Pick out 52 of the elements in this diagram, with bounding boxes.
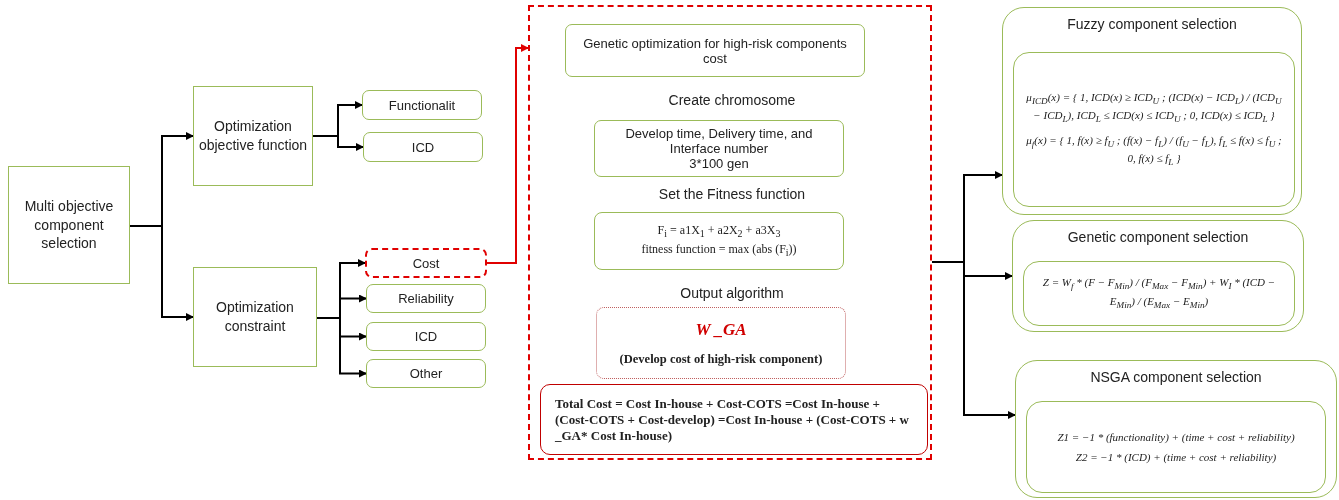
formula-text: F$_{i}$ = a1X$_{1}$ + a2X$_{2}$ + a3X$_{3}$ — [657, 222, 781, 241]
option-box — [366, 359, 486, 388]
option-box — [363, 132, 483, 162]
option-box — [362, 90, 482, 120]
node-text: Genetic optimization for high-risk components cost — [582, 35, 848, 66]
step-heading: Set the Fitness function — [530, 181, 934, 207]
node-text: (Develop cost of high-risk component) — [619, 351, 823, 367]
formula-box — [1026, 401, 1326, 493]
group-panel — [1015, 360, 1337, 498]
formula-text: Z = W$_{f}$ * (F − F$_{Min}$) / (F$_{Max}$ − F$_{Min}$) + W$_{I}$ * (ICD − E$_{Min}$) / (E$_{Max}$ − E$_{Min}$) — [1041, 275, 1277, 312]
group-panel — [1002, 7, 1302, 215]
arrow — [486, 44, 529, 264]
group-title: Fuzzy component selection — [1066, 16, 1238, 32]
node-text: Reliability — [398, 291, 454, 306]
formula-box — [1013, 52, 1295, 207]
group-title: Genetic component selection — [1066, 229, 1250, 245]
option-box — [366, 322, 486, 351]
formula-box — [594, 212, 844, 270]
arrow — [312, 135, 364, 151]
arrow — [129, 225, 194, 321]
process-box — [565, 24, 865, 77]
process-box — [594, 120, 844, 177]
node-text: Functionalit — [388, 97, 456, 113]
process-box — [193, 86, 313, 186]
node-text: ICD — [414, 329, 438, 344]
formula-box — [540, 384, 928, 455]
formula-text: Z2 = −1 * (ICD) + (time + cost + reliability) — [1075, 450, 1277, 465]
process-box — [8, 166, 130, 284]
highlighted-box — [365, 248, 487, 278]
node-text: W _GA — [695, 319, 747, 340]
node-text: Optimization constraint — [215, 298, 295, 336]
process-box — [193, 267, 317, 367]
output-box — [596, 307, 846, 379]
node-text: Multi objective component selection — [23, 196, 115, 254]
formula-text: Z1 = −1 * (functionality) + (time + cost + reliability) — [1057, 429, 1295, 444]
formula-text: μ$_{f}$(x) = { 1, f(x) ≥ f$_{U}$ ; (f(x) − f$_{L}$) / (f$_{U}$ − f$_{L}$), f$_{L}$ ≤ f(x) ≤ f$_{U}$ ; 0, f(x) ≤ f$_{L}$ } — [1025, 132, 1283, 169]
option-box — [366, 284, 486, 313]
formula-box — [1023, 261, 1295, 326]
node-text: Total Cost = Cost In-house + Cost-COTS =Cost In-house + (Cost-COTS + Cost-develop) =Cost In-house + (Cost-COTS + w _GA* Cost In-house) — [555, 395, 910, 444]
node-text: Other — [409, 366, 443, 381]
step-heading: Create chromosome — [530, 87, 934, 113]
node-text: Cost — [412, 255, 440, 271]
step-heading: Output algorithm — [530, 280, 934, 306]
node-text: Optimization objective function — [198, 117, 308, 155]
node-text: Develop time, Delivery time, and Interface number — [624, 126, 814, 156]
node-text: 3*100 gen — [689, 156, 749, 171]
dashed-frame — [528, 5, 932, 460]
formula-text: μ$_{ICD}$(x) = { 1, ICD(x) ≥ ICD$_{U}$ ; (ICD(x) − ICD$_{L}$) / (ICD$_{U}$ − ICD$_{L}$), ICD$_{L}$ ≤ ICD(x) ≤ ICD$_{U}$ ; 0, ICD(x) ≤ ICD$_{L}$ } — [1025, 90, 1283, 127]
group-panel — [1012, 220, 1304, 332]
group-title: NSGA component selection — [1089, 369, 1263, 385]
node-text: ICD — [411, 139, 435, 155]
formula-text: fitness function = max (abs (F$_{i}$)) — [641, 241, 797, 260]
